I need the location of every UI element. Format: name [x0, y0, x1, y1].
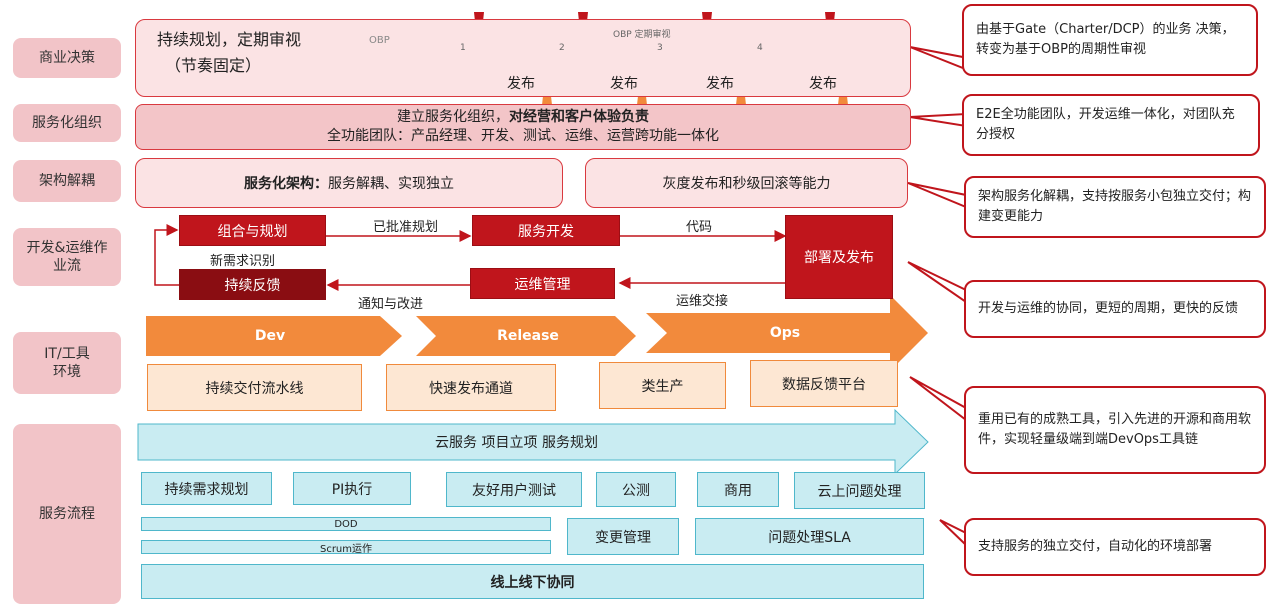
new-req-loop — [154, 224, 179, 286]
callout-3: 架构服务化解耦，支持按服务小包独立交付；构建变更能力 — [964, 176, 1266, 238]
combo-planning-box: 组合与规划 — [179, 215, 326, 246]
row-label-org: 服务化组织 — [13, 104, 121, 142]
quasi-prod-box: 类生产 — [599, 362, 726, 409]
iteration-3: 3 — [657, 43, 663, 53]
business-subtitle: （节奏固定） — [165, 56, 262, 75]
callout-pointer-4 — [907, 261, 967, 304]
fast-channel-box: 快速发布通道 — [386, 364, 556, 411]
service-dev-box: 服务开发 — [472, 215, 620, 246]
release-label-2: 发布 — [610, 76, 638, 92]
row-label-arch: 架构解耦 — [13, 160, 121, 202]
req-plan-box: 持续需求规划 — [141, 472, 272, 505]
business-panel — [135, 19, 911, 97]
feedback-platform-box: 数据反馈平台 — [750, 360, 898, 407]
release-label-4: 发布 — [809, 76, 837, 92]
release-label-3: 发布 — [706, 76, 734, 92]
callout-pointer-2 — [909, 112, 967, 128]
public-test-box: 公测 — [596, 472, 676, 507]
callout-5: 重用已有的成熟工具，引入先进的开源和商用软件，实现轻量级端到端DevOps工具链 — [964, 386, 1266, 474]
cloud-service-arrow — [137, 408, 929, 476]
issue-sla-box: 问题处理SLA — [695, 518, 924, 555]
org-line2: 全功能团队：产品经理、开发、测试、运维、运营跨功能一体化 — [327, 128, 719, 144]
callout-pointer-6 — [939, 519, 967, 548]
dev-chevron — [146, 316, 402, 356]
callout-1: 由基于Gate（Charter/DCP）的业务 决策，转变为基于OBP的周期性审… — [962, 4, 1258, 76]
obp-label: OBP — [369, 35, 390, 46]
release-label-1: 发布 — [507, 76, 535, 92]
ops-label: Ops — [769, 325, 801, 341]
new-req-label: 新需求识别 — [210, 254, 276, 269]
ops-handover-label: 运维交接 — [676, 294, 729, 309]
iteration-4: 4 — [757, 43, 763, 53]
org-line1: 建立服务化组织，对经营和客户体验负责 — [397, 109, 649, 126]
callout-pointer-5 — [909, 376, 967, 423]
dev-label: Dev — [254, 328, 286, 344]
commercial-box: 商用 — [697, 472, 779, 507]
pipeline-box: 持续交付流水线 — [147, 364, 362, 411]
ops-chevron — [646, 295, 928, 371]
scrum-bar: Scrum运作 — [141, 540, 551, 555]
iteration-1: 1 — [460, 43, 466, 53]
callout-6: 支持服务的独立交付，自动化的环境部署 — [964, 518, 1266, 576]
release-label: Release — [497, 328, 559, 344]
iteration-2: 2 — [559, 43, 565, 53]
dod-bar: DOD — [141, 517, 551, 531]
business-title: 持续规划，定期审视 — [157, 30, 302, 49]
notify-label: 通知与改进 — [358, 297, 424, 312]
callout-4: 开发与运维的协同，更短的周期，更快的反馈 — [964, 280, 1266, 338]
arch-right-panel: 灰度发布和秒级回滚等能力 — [585, 158, 908, 208]
arch-left-panel: 服务化架构：服务解耦、实现独立 — [135, 158, 563, 208]
callout-2: E2E全功能团队，开发运维一体化，对团队充分授权 — [962, 94, 1260, 156]
change-mgmt-box: 变更管理 — [567, 518, 679, 555]
friendly-test-box: 友好用户测试 — [446, 472, 582, 507]
pi-box: PI执行 — [293, 472, 411, 505]
row-label-it: IT/工具环境 — [13, 332, 121, 394]
continuous-feedback-box: 持续反馈 — [179, 269, 326, 300]
ops-mgmt-box: 运维管理 — [470, 268, 615, 299]
callout-pointer-3 — [907, 182, 967, 209]
callout-pointer-1 — [909, 46, 969, 72]
deploy-release-box: 部署及发布 — [785, 215, 893, 299]
cloud-service-arrow-label: 云服务 项目立项 服务规划 — [435, 435, 598, 451]
row-label-business: 商业决策 — [13, 38, 121, 78]
obp-review-label: OBP 定期审视 — [613, 30, 671, 40]
org-panel: 建立服务化组织，对经营和客户体验负责 全功能团队：产品经理、开发、测试、运维、运… — [135, 104, 911, 150]
row-label-process: 服务流程 — [13, 424, 121, 604]
release-chevron — [416, 316, 636, 356]
code-label: 代码 — [686, 220, 713, 235]
row-label-devops: 开发&运维作业流 — [13, 228, 121, 286]
cloud-issue-box: 云上问题处理 — [794, 472, 925, 509]
approved-label: 已批准规划 — [373, 220, 439, 235]
online-offline-box: 线上线下协同 — [141, 564, 924, 599]
